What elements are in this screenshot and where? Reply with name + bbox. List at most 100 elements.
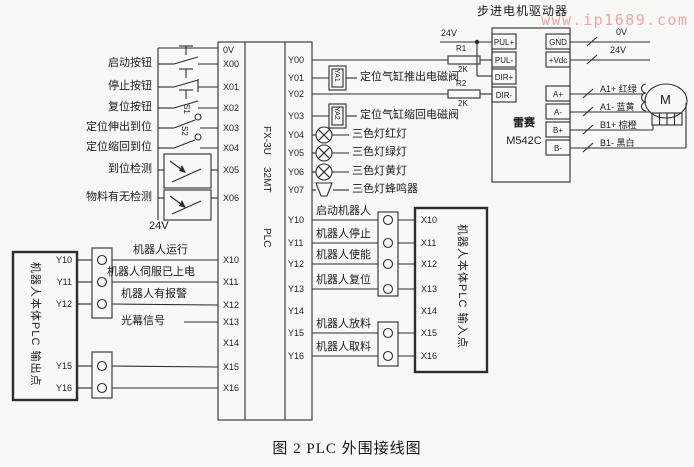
input-label-inpos-detect: 到位检测 <box>108 163 152 175</box>
wire-label-robot-stop: 机器人停止 <box>316 228 371 240</box>
plc-terminal-y06: Y06 <box>288 167 305 177</box>
input-bus-and-switches <box>157 45 218 221</box>
output-label-retract-valve: 定位气缸缩回电磁阀 <box>360 109 459 121</box>
resistor-r2-value: 2K <box>458 99 468 108</box>
driver-supply-24v: 24V <box>441 28 458 38</box>
solenoid-tag-ya1: YA1 <box>333 69 340 82</box>
robot-out-terminal-y15: Y15 <box>55 361 72 371</box>
plc-name: PLC <box>261 228 272 248</box>
output-devices <box>312 55 492 197</box>
plc-terminal-x12: X12 <box>223 300 240 310</box>
plc-terminal-y16: Y16 <box>288 351 305 361</box>
phase-wire-a1-minus: A1- 蓝黄 <box>600 102 635 112</box>
output-label-yellow-lamp: 三色灯黄灯 <box>352 165 407 177</box>
solenoid-tag-ya2: YA2 <box>333 107 340 120</box>
driver-terminal-pul-plus: PUL+ <box>493 38 515 47</box>
robot-out-terminal-y10: Y10 <box>55 255 72 265</box>
driver-terminal-gnd: GND <box>549 38 567 47</box>
plc-terminal-x14: X14 <box>223 338 240 348</box>
wire-label-robot-servo-on: 机器人伺服已上电 <box>107 266 195 278</box>
robot-out-terminal-y16: Y16 <box>55 383 72 393</box>
plc-terminal-y15: Y15 <box>288 328 305 338</box>
driver-terminal-pul-minus: PUL- <box>494 56 514 65</box>
plc-terminal-x10: X10 <box>223 255 240 265</box>
resistor-r1-tag: R1 <box>456 44 467 53</box>
driver-title: 步进电机驱动器 <box>477 4 569 18</box>
robot-in-terminal-x14: X14 <box>421 306 438 316</box>
plc-terminal-x01: X01 <box>223 82 240 92</box>
input-label-reset: 复位按钮 <box>108 101 152 113</box>
wire-label-robot-reset: 机器人复位 <box>316 274 371 286</box>
output-label-push-valve: 定位气缸推出电磁阀 <box>360 71 459 83</box>
driver-terminal-dir-minus: DIR- <box>495 91 513 100</box>
driver-model: M542C <box>506 135 542 147</box>
wire-label-robot-start: 启动机器人 <box>316 205 371 217</box>
resistor-r2-tag: R2 <box>456 79 467 88</box>
plc-terminal-y10: Y10 <box>288 215 305 225</box>
driver-terminal-a-minus: A- <box>554 108 562 117</box>
robot-in-wiring <box>312 211 415 367</box>
robot-in-terminal-x15: X15 <box>421 328 438 338</box>
plc-terminal-y05: Y05 <box>288 148 305 158</box>
plc-terminal-x15: X15 <box>223 362 240 372</box>
robot-in-block <box>413 206 489 374</box>
plc-terminal-0v: 0V <box>223 45 235 55</box>
phase-wire-a1-plus: A1+ 红绿 <box>600 84 637 94</box>
robot-out-terminal-y12: Y12 <box>55 299 72 309</box>
plc-terminal-y07: Y07 <box>288 185 305 195</box>
robot-out-terminal-y11: Y11 <box>56 277 72 287</box>
bus-24v-label: 24V <box>149 220 169 232</box>
plc-terminal-y01: Y01 <box>288 73 305 83</box>
plc-terminal-x02: X02 <box>223 103 240 113</box>
plc-terminal-y02: Y02 <box>288 89 305 99</box>
robot-out-title: 机器人本体PLC 输出点 <box>29 262 41 387</box>
input-label-retract-pos: 定位缩回到位 <box>86 141 152 153</box>
wire-label-robot-alarm: 机器人有报警 <box>121 288 187 300</box>
plc-terminal-x05: X05 <box>223 165 240 175</box>
sensor-tag-s2: S2 <box>180 126 189 136</box>
wire-label-robot-pick: 机器人取料 <box>316 341 371 353</box>
driver-terminal-vdc: +Vdc <box>548 56 568 65</box>
driver-brand: 雷赛 <box>513 117 535 129</box>
plc-terminal-y04: Y04 <box>288 130 305 140</box>
plc-terminal-x03: X03 <box>223 123 240 133</box>
watermark: www.ip1689.com <box>541 11 689 29</box>
input-label-extend-pos: 定位伸出到位 <box>86 121 152 133</box>
input-label-start: 启动按钮 <box>108 57 152 69</box>
wire-label-robot-place: 机器人放料 <box>316 318 371 330</box>
robot-in-terminal-x11: X11 <box>421 238 437 248</box>
robot-out-block <box>11 250 79 402</box>
resistor-r1-value: 2K <box>458 65 468 74</box>
driver-terminal-a-plus: A+ <box>552 90 563 99</box>
driver-wire-0v: 0V <box>616 27 628 37</box>
output-label-red-lamp: 三色灯红灯 <box>352 128 407 140</box>
plc-model-line2: 32MT <box>261 167 272 193</box>
plc-terminal-y11: Y11 <box>288 238 304 248</box>
motor-wiring <box>570 36 688 153</box>
driver-terminal-dir-plus: DIR+ <box>494 73 514 82</box>
wire-label-robot-enable: 机器人使能 <box>316 249 371 261</box>
figure-caption: 图 2 PLC 外围接线图 <box>272 441 422 457</box>
input-label-material-detect: 物料有无检测 <box>86 191 152 203</box>
output-label-buzzer: 三色灯蜂鸣器 <box>352 183 418 195</box>
robot-in-terminal-x16: X16 <box>421 351 438 361</box>
driver-wire-24v: 24V <box>610 45 627 55</box>
robot-in-title: 机器人本体PLC 输入点 <box>456 224 468 349</box>
robot-in-terminal-x12: X12 <box>421 259 438 269</box>
driver-terminal-b-plus: B+ <box>552 126 563 135</box>
plc-terminal-x06: X06 <box>223 193 240 203</box>
plc-terminal-x13: X13 <box>223 317 240 327</box>
plc-terminal-y03: Y03 <box>288 111 305 121</box>
sensor-tag-s1: S1 <box>182 104 191 114</box>
driver-terminal-b-minus: B- <box>554 144 562 153</box>
plc-terminal-y12: Y12 <box>288 259 305 269</box>
robot-in-terminal-x10: X10 <box>421 215 438 225</box>
plc-terminal-x11: X11 <box>223 277 239 287</box>
phase-wire-b1-plus: B1+ 棕橙 <box>600 120 637 130</box>
plc-terminal-x00: X00 <box>223 59 240 69</box>
motor-label: M <box>660 92 671 107</box>
robot-out-wiring <box>77 247 219 399</box>
robot-in-terminal-x13: X13 <box>421 284 438 294</box>
